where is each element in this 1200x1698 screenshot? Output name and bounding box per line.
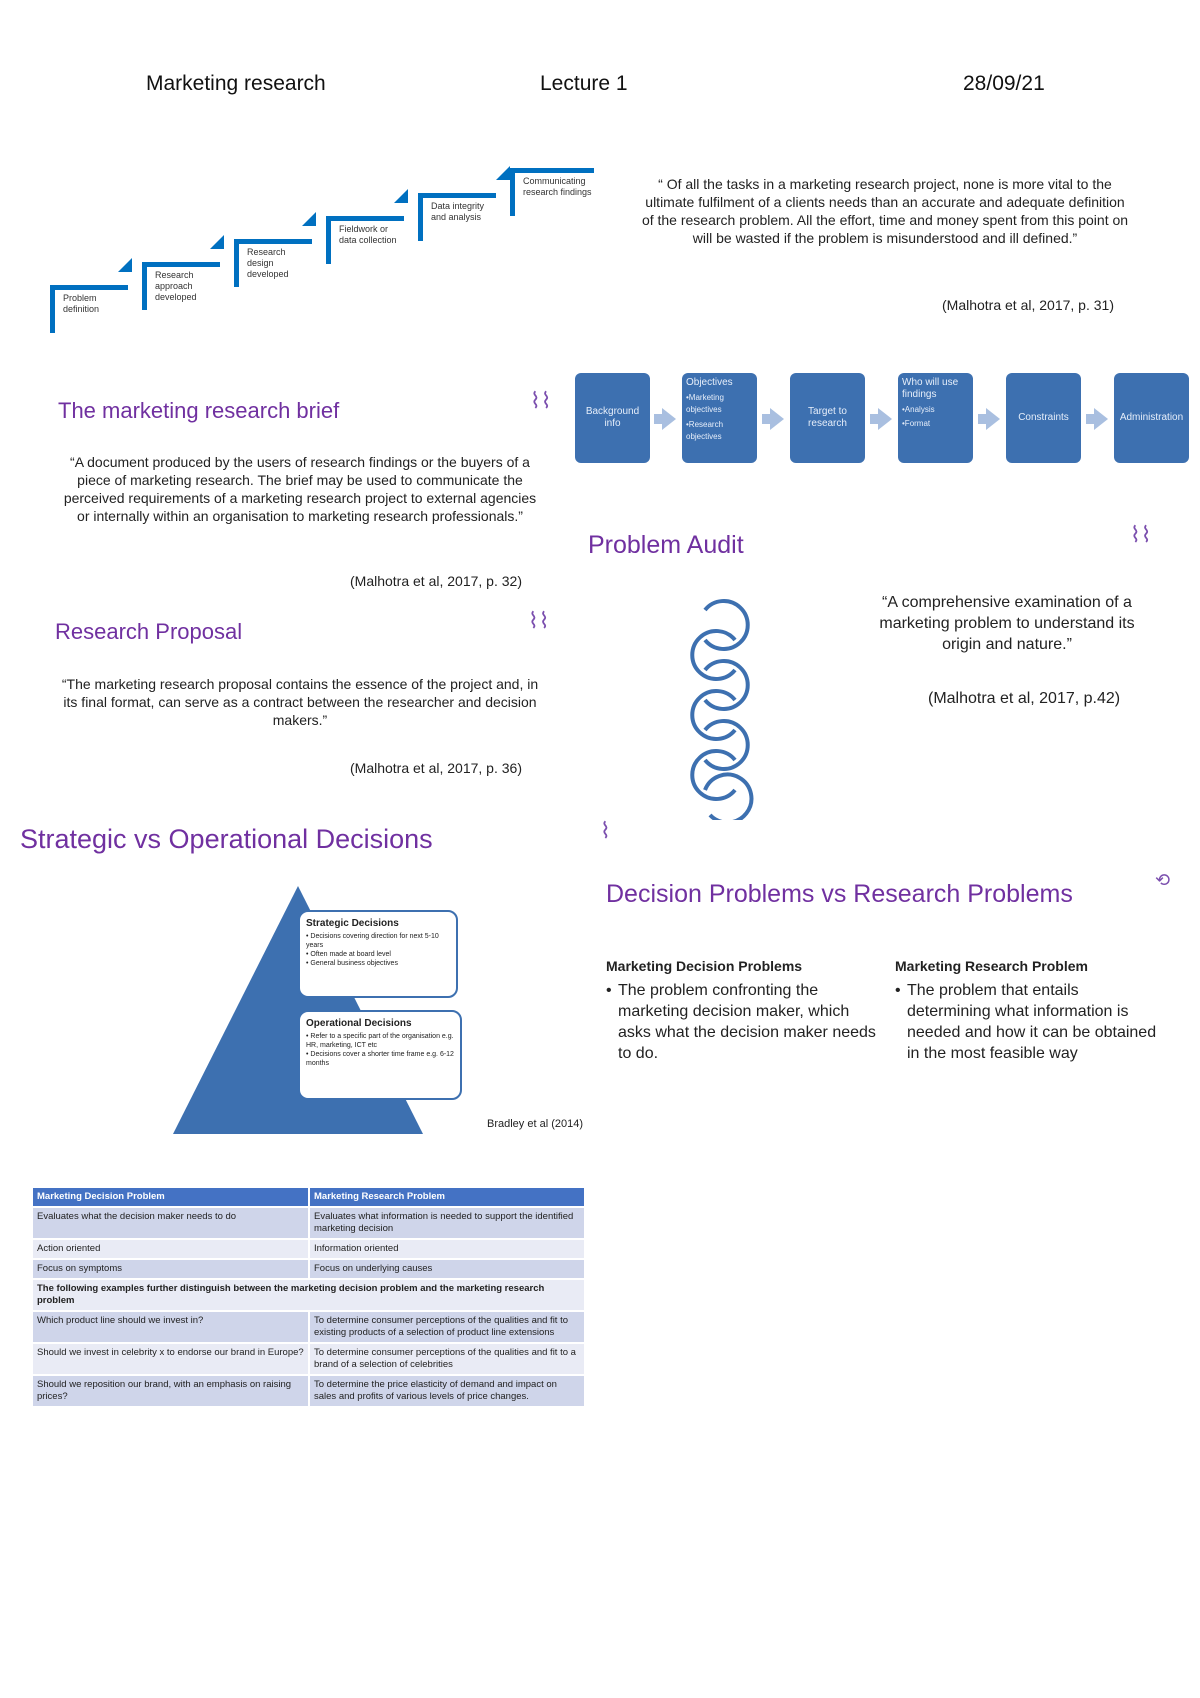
step-5-arrow	[496, 166, 510, 180]
squiggle-icon: ⌇	[600, 818, 611, 843]
table-cell: To determine the price elasticity of dem…	[309, 1375, 586, 1408]
strategic-decisions-box: Strategic Decisions • Decisions covering…	[298, 910, 458, 998]
proposal-citation: (Malhotra et al, 2017, p. 36)	[350, 760, 522, 776]
step-4: Fieldwork or data collection	[326, 216, 404, 264]
flow-arrow-5	[1086, 408, 1108, 430]
brief-quote: “A document produced by the users of res…	[63, 454, 537, 524]
cycle-arc	[690, 749, 737, 801]
decision-research-table: Marketing Decision Problem Marketing Res…	[33, 1188, 586, 1408]
step-4-arrow	[394, 189, 408, 203]
proposal-title: Research Proposal	[55, 619, 243, 644]
table-row: Evaluates what the decision maker needs …	[33, 1207, 586, 1240]
table-cell: Information oriented	[309, 1239, 586, 1260]
strategic-title: Strategic vs Operational Decisions	[20, 824, 433, 854]
table-row: Action oriented Information oriented	[33, 1239, 586, 1260]
squiggle-icon: ⌇⌇	[1130, 522, 1152, 547]
audit-cycle-diagram	[690, 599, 754, 820]
table-header-row: Marketing Decision Problem Marketing Res…	[33, 1188, 586, 1208]
table-row: Should we invest in celebrity x to endor…	[33, 1343, 586, 1376]
decision-problems-body: •The problem confronting the marketing d…	[606, 982, 876, 1062]
cycle-arc	[703, 599, 750, 651]
flow-objectives: Objectives •Marketing objectives •Resear…	[682, 373, 757, 463]
table-cell: Evaluates what the decision maker needs …	[33, 1207, 310, 1240]
flow-who-will-use: Who will use findings •Analysis •Format	[898, 373, 973, 463]
step-3-arrow	[302, 212, 316, 226]
table-cell: Should we reposition our brand, with an …	[33, 1375, 310, 1408]
squiggle-icon: ⟲	[1155, 870, 1171, 890]
cycle-arc	[690, 629, 737, 681]
flow-constraints: Constraints	[1006, 373, 1081, 463]
step-1: Problem definition	[50, 285, 128, 333]
table-row: Focus on symptoms Focus on underlying ca…	[33, 1259, 586, 1280]
flow-arrow-2	[762, 408, 784, 430]
step-6: Communicating research findings	[510, 168, 594, 216]
flow-administration: Administration	[1114, 373, 1189, 463]
squiggle-icon: ⌇⌇	[528, 608, 550, 633]
header-subject: Marketing research	[146, 72, 326, 95]
header-lecture: Lecture 1	[540, 72, 628, 95]
decision-problems-heading: Marketing Decision Problems	[606, 958, 803, 974]
table-cell: Should we invest in celebrity x to endor…	[33, 1343, 310, 1376]
top-quote-citation: (Malhotra et al, 2017, p. 31)	[942, 297, 1114, 313]
table-row: The following examples further distingui…	[33, 1279, 586, 1312]
table-cell: Action oriented	[33, 1239, 310, 1260]
brief-title: The marketing research brief	[58, 398, 340, 423]
research-problem-heading: Marketing Research Problem	[895, 958, 1088, 974]
squiggle-icon: ⌇⌇	[530, 388, 552, 413]
cycle-arc	[690, 689, 737, 741]
step-3: Research design developed	[234, 239, 312, 287]
proposal-quote: “The marketing research proposal contain…	[61, 676, 539, 728]
audit-quote: “A comprehensive examination of a market…	[879, 594, 1135, 653]
table-row: Which product line should we invest in? …	[33, 1311, 586, 1344]
flow-arrow-3	[870, 408, 892, 430]
flow-arrow-4	[978, 408, 1000, 430]
audit-citation: (Malhotra et al, 2017, p.42)	[928, 690, 1121, 707]
step-1-arrow	[118, 258, 132, 272]
cycle-arc	[703, 659, 750, 711]
table-cell: Focus on symptoms	[33, 1259, 310, 1280]
step-2: Research approach developed	[142, 262, 220, 310]
table-cell: Focus on underlying causes	[309, 1259, 586, 1280]
strategic-citation: Bradley et al (2014)	[487, 1118, 583, 1130]
flow-target: Target to research	[790, 373, 865, 463]
step-2-arrow	[210, 235, 224, 249]
brief-citation: (Malhotra et al, 2017, p. 32)	[350, 573, 522, 589]
bullet-icon: •	[606, 982, 612, 999]
table-cell: The following examples further distingui…	[33, 1279, 586, 1312]
cycle-arc	[703, 772, 754, 820]
decision-vs-research-title: Decision Problems vs Research Problems	[606, 880, 1073, 908]
table-cell: To determine consumer perceptions of the…	[309, 1311, 586, 1344]
operational-decisions-box: Operational Decisions • Refer to a speci…	[298, 1010, 462, 1100]
table-cell: To determine consumer perceptions of the…	[309, 1343, 586, 1376]
flow-background-info: Background info	[575, 373, 650, 463]
research-problem-body: •The problem that entails determining wh…	[895, 982, 1157, 1062]
table-cell: Evaluates what information is needed to …	[309, 1207, 586, 1240]
table-row: Should we reposition our brand, with an …	[33, 1375, 586, 1408]
step-5: Data integrity and analysis	[418, 193, 496, 241]
table-header-cell: Marketing Research Problem	[309, 1188, 586, 1208]
top-quote: “ Of all the tasks in a marketing resear…	[641, 176, 1129, 246]
flow-arrow-1	[654, 408, 676, 430]
table-cell: Which product line should we invest in?	[33, 1311, 310, 1344]
bullet-icon: •	[895, 982, 901, 999]
header-date: 28/09/21	[963, 72, 1045, 95]
table-header-cell: Marketing Decision Problem	[33, 1188, 310, 1208]
cycle-arc	[703, 719, 750, 771]
audit-title: Problem Audit	[588, 531, 744, 559]
